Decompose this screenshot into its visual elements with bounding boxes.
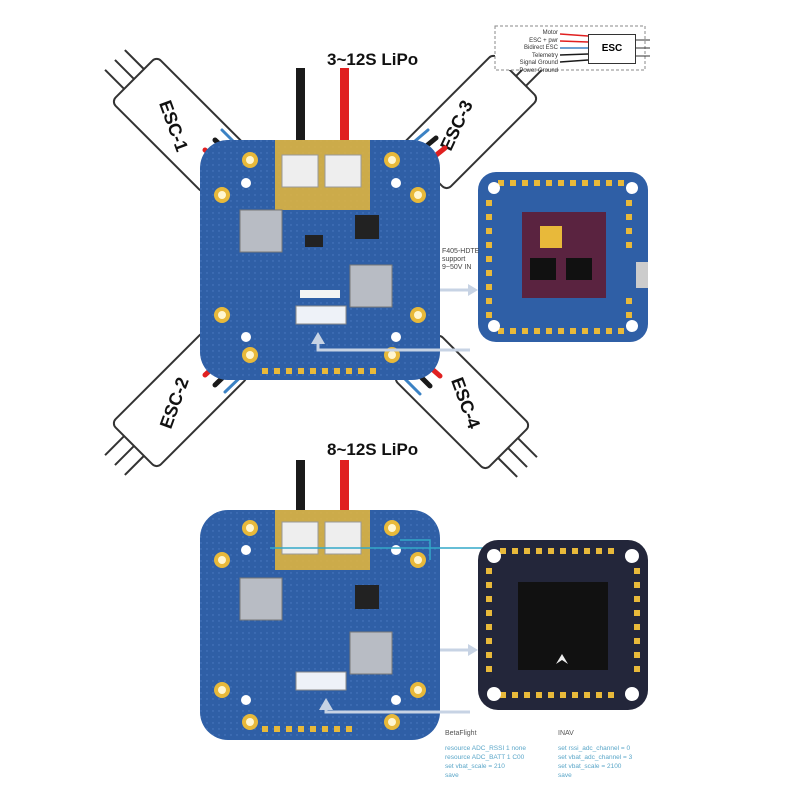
cli-line: set vbat_scale = 2100 xyxy=(558,763,622,770)
legend-line: Power Ground xyxy=(519,67,558,74)
cli-line: set vbat_scale = 210 xyxy=(445,763,505,770)
cli-line: save xyxy=(445,772,459,779)
pdb-board-bottom xyxy=(200,510,440,740)
fc-voltage-note: F405-HDTE support 9~50V IN xyxy=(442,248,479,272)
legend-line: Motor xyxy=(542,30,558,36)
fc-note-line: F405-HDTE xyxy=(442,248,480,255)
cli-line: resource ADC_BATT 1 C00 xyxy=(445,754,525,761)
fc-note-line: 9~50V IN xyxy=(442,264,472,271)
esc-wiring-legend-lines: Motor ESC + pwr Bidirect ESC Telemetry S… xyxy=(500,30,558,75)
cli-line: resource ADC_RSSI 1 none xyxy=(445,745,526,752)
pdb-board-top xyxy=(200,140,440,380)
betaflight-title: BetaFlight xyxy=(445,730,477,737)
esc-legend-box: ESC xyxy=(588,34,636,64)
cli-line: save xyxy=(558,772,572,779)
fc-note-line: support xyxy=(442,256,466,263)
flight-controller-bottom xyxy=(478,540,648,710)
cli-line: set rssi_adc_channel = 0 xyxy=(558,745,631,752)
cli-line: set vbat_adc_channel = 3 xyxy=(558,754,633,761)
signal-lines-top xyxy=(311,284,478,352)
battery-label-bottom: 8~12S LiPo xyxy=(327,440,419,459)
battery-wires-bottom xyxy=(296,460,349,520)
flight-controller-top xyxy=(478,172,648,342)
inav-title: INAV xyxy=(558,730,574,737)
battery-wires-top xyxy=(296,68,349,143)
betaflight-commands: resource ADC_RSSI 1 none resource ADC_BA… xyxy=(445,744,526,780)
legend-line: Signal Ground xyxy=(519,60,558,66)
legend-line: ESC + pwr xyxy=(529,37,558,44)
inav-commands: set rssi_adc_channel = 0 set vbat_adc_ch… xyxy=(558,744,632,780)
legend-line: Bidirect ESC Telemetry xyxy=(523,45,558,59)
battery-label-top: 3~12S LiPo xyxy=(327,50,419,69)
